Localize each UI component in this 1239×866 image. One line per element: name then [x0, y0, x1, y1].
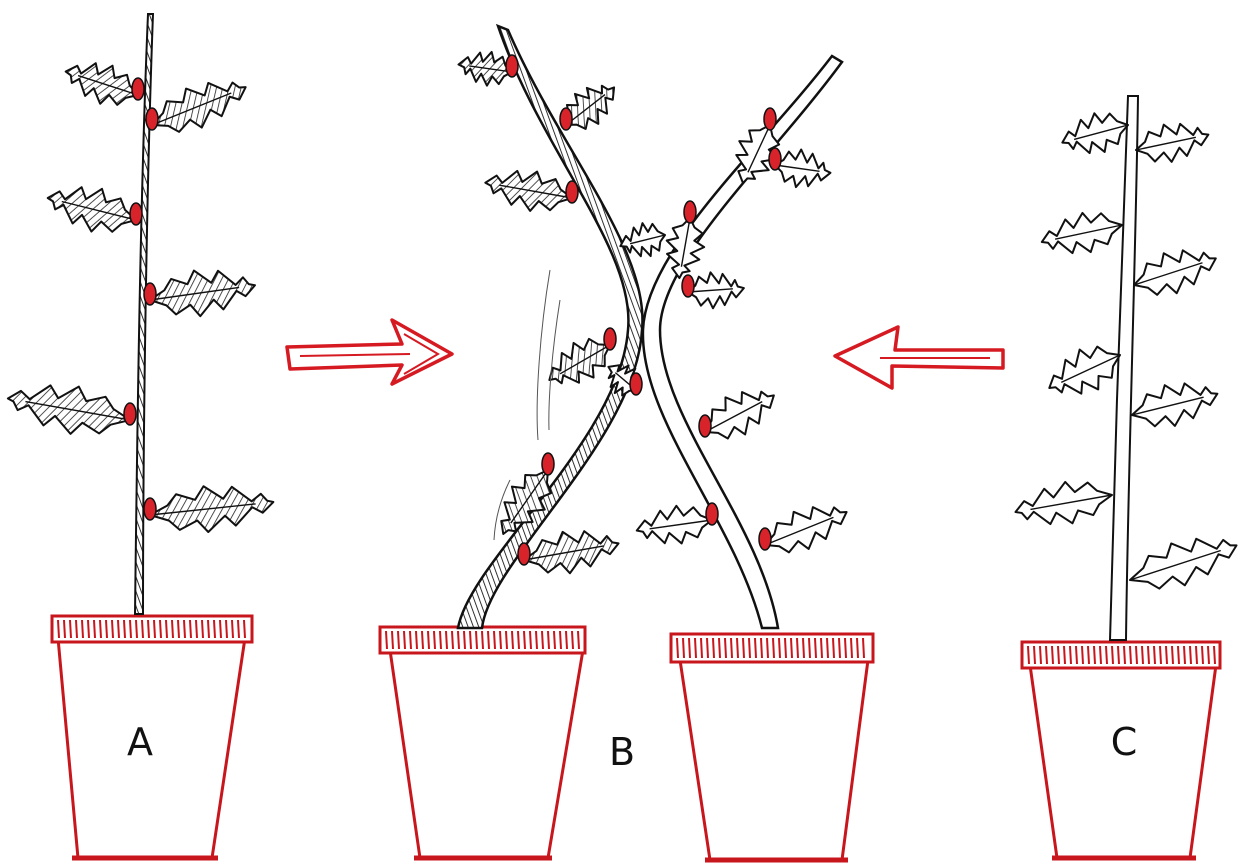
leaf-c-3 — [1038, 205, 1127, 261]
leaf-b-13 — [695, 377, 784, 451]
leaf-b-8 — [772, 146, 833, 191]
pot-b-right — [671, 634, 873, 860]
leaf-b-5-bud — [542, 453, 554, 475]
leaf-a-2-bud — [146, 108, 158, 130]
leaf-b-11-bud — [682, 275, 694, 297]
leaf-a-1 — [60, 52, 145, 114]
leaf-b-8-bud — [769, 148, 781, 170]
stem-a — [135, 14, 153, 614]
leaf-b-12-bud — [630, 373, 642, 395]
leaf-b-1-bud — [506, 55, 518, 77]
stem-b-left — [458, 26, 642, 628]
leaf-a-1-bud — [132, 78, 144, 100]
leaf-a-4 — [147, 262, 258, 322]
leaf-a-4-bud — [144, 283, 156, 305]
leaf-b-15 — [758, 493, 855, 563]
leaf-a-5 — [4, 375, 134, 444]
leaf-a-5-bud — [124, 403, 136, 425]
leaf-b-3-bud — [566, 181, 578, 203]
leaf-b-13-bud — [699, 415, 711, 437]
label-c: C — [1111, 723, 1138, 761]
leaf-a-3-bud — [130, 203, 142, 225]
leaf-b-4-bud — [604, 328, 616, 350]
stem-c — [1110, 96, 1138, 640]
arrow-right — [287, 320, 452, 384]
arrow-left — [835, 327, 1003, 388]
leaf-b-3 — [482, 163, 576, 218]
leaf-a-6 — [148, 479, 276, 538]
label-b: B — [609, 733, 635, 771]
leaf-c-4 — [1128, 238, 1223, 305]
leaf-b-7-bud — [764, 108, 776, 130]
leaf-c-8 — [1123, 524, 1239, 600]
leaf-c-7 — [1012, 474, 1116, 532]
leaf-c-2 — [1132, 116, 1212, 169]
leaf-b-14 — [634, 501, 715, 549]
leaf-a-2 — [144, 68, 253, 145]
label-a: A — [127, 723, 153, 761]
leaf-b-14-bud — [706, 503, 718, 525]
leaf-c-6 — [1127, 373, 1223, 435]
leaf-c-1 — [1057, 106, 1133, 162]
leaf-a-3 — [42, 177, 141, 242]
pot-b-left — [380, 627, 585, 858]
leaf-b-15-bud — [759, 528, 771, 550]
leaf-c-5 — [1040, 335, 1129, 408]
leaf-b-9-bud — [684, 201, 696, 223]
leaf-a-6-bud — [144, 498, 156, 520]
leaf-b-2-bud — [560, 108, 572, 130]
leaf-b-11 — [687, 270, 745, 310]
leaf-b-6-bud — [518, 543, 530, 565]
